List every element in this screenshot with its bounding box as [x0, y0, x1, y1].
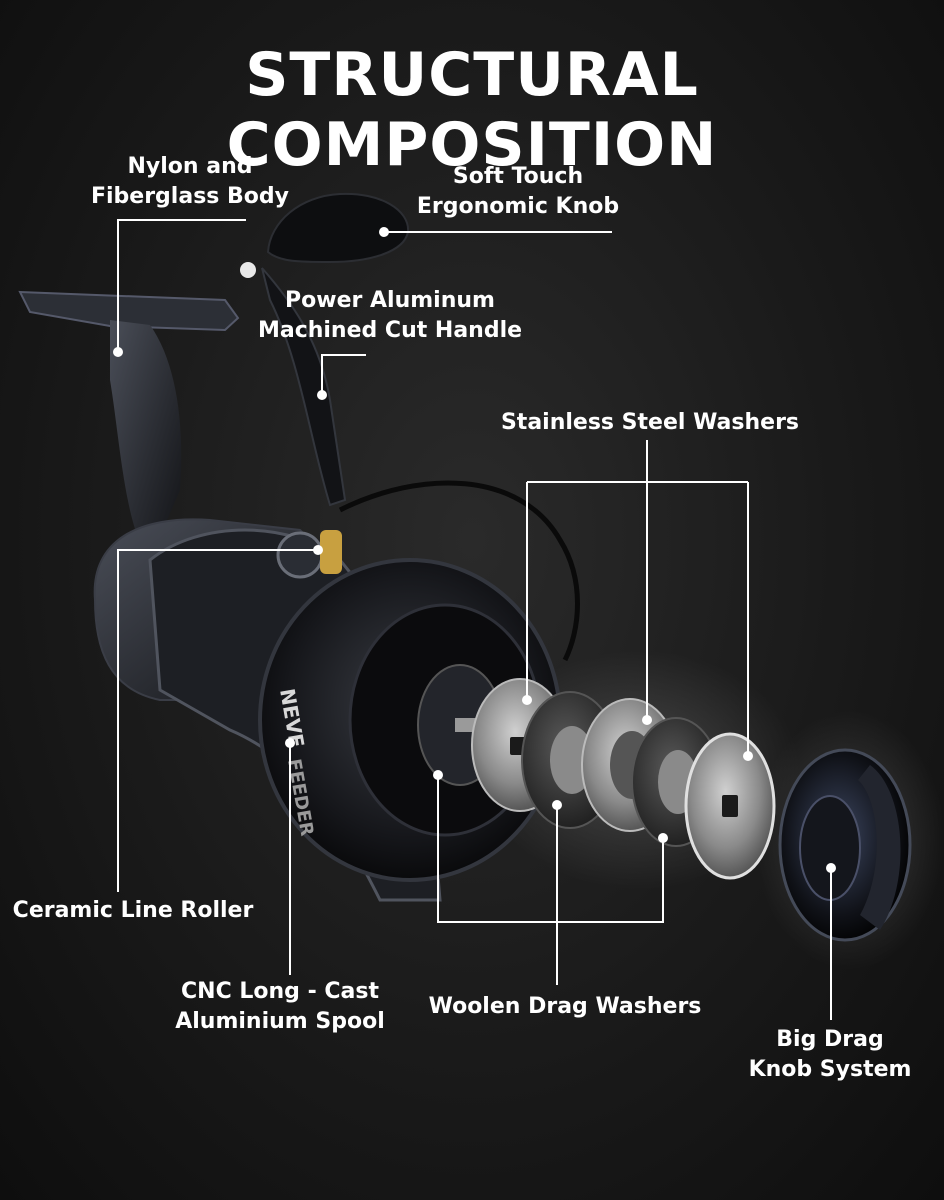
label-drag-knob: Big Drag Knob System	[730, 1025, 930, 1085]
page-title: STRUCTURAL COMPOSITION	[226, 40, 718, 180]
label-knob: Soft Touch Ergonomic Knob	[398, 162, 638, 222]
label-handle-line2: Machined Cut Handle	[257, 318, 523, 343]
label-knob-line1: Soft Touch	[452, 164, 584, 189]
label-body: Nylon and Fiberglass Body	[60, 152, 320, 212]
label-body-line1: Nylon and	[127, 154, 253, 179]
drag-knob	[778, 748, 912, 942]
label-spool-line2: Aluminium Spool	[175, 1009, 385, 1034]
label-body-line2: Fiberglass Body	[90, 184, 290, 209]
label-line-roller: Ceramic Line Roller	[8, 896, 258, 926]
label-handle: Power Aluminum Machined Cut Handle	[250, 286, 530, 346]
label-line-roller-line1: Ceramic Line Roller	[12, 898, 254, 923]
washer-stack	[471, 678, 776, 880]
label-woolen-washers: Woolen Drag Washers	[420, 992, 710, 1022]
label-steel-washers: Stainless Steel Washers	[490, 408, 810, 438]
label-woolen-washers-line1: Woolen Drag Washers	[428, 994, 702, 1019]
label-handle-line1: Power Aluminum	[285, 288, 495, 313]
label-spool: CNC Long - Cast Aluminium Spool	[170, 977, 390, 1037]
label-spool-line1: CNC Long - Cast	[181, 979, 379, 1004]
label-steel-washers-line1: Stainless Steel Washers	[500, 410, 800, 435]
label-knob-line2: Ergonomic Knob	[416, 194, 620, 219]
leader-lines	[117, 219, 832, 1020]
label-drag-knob-line1: Big Drag	[776, 1027, 884, 1052]
label-drag-knob-line2: Knob System	[748, 1057, 912, 1082]
